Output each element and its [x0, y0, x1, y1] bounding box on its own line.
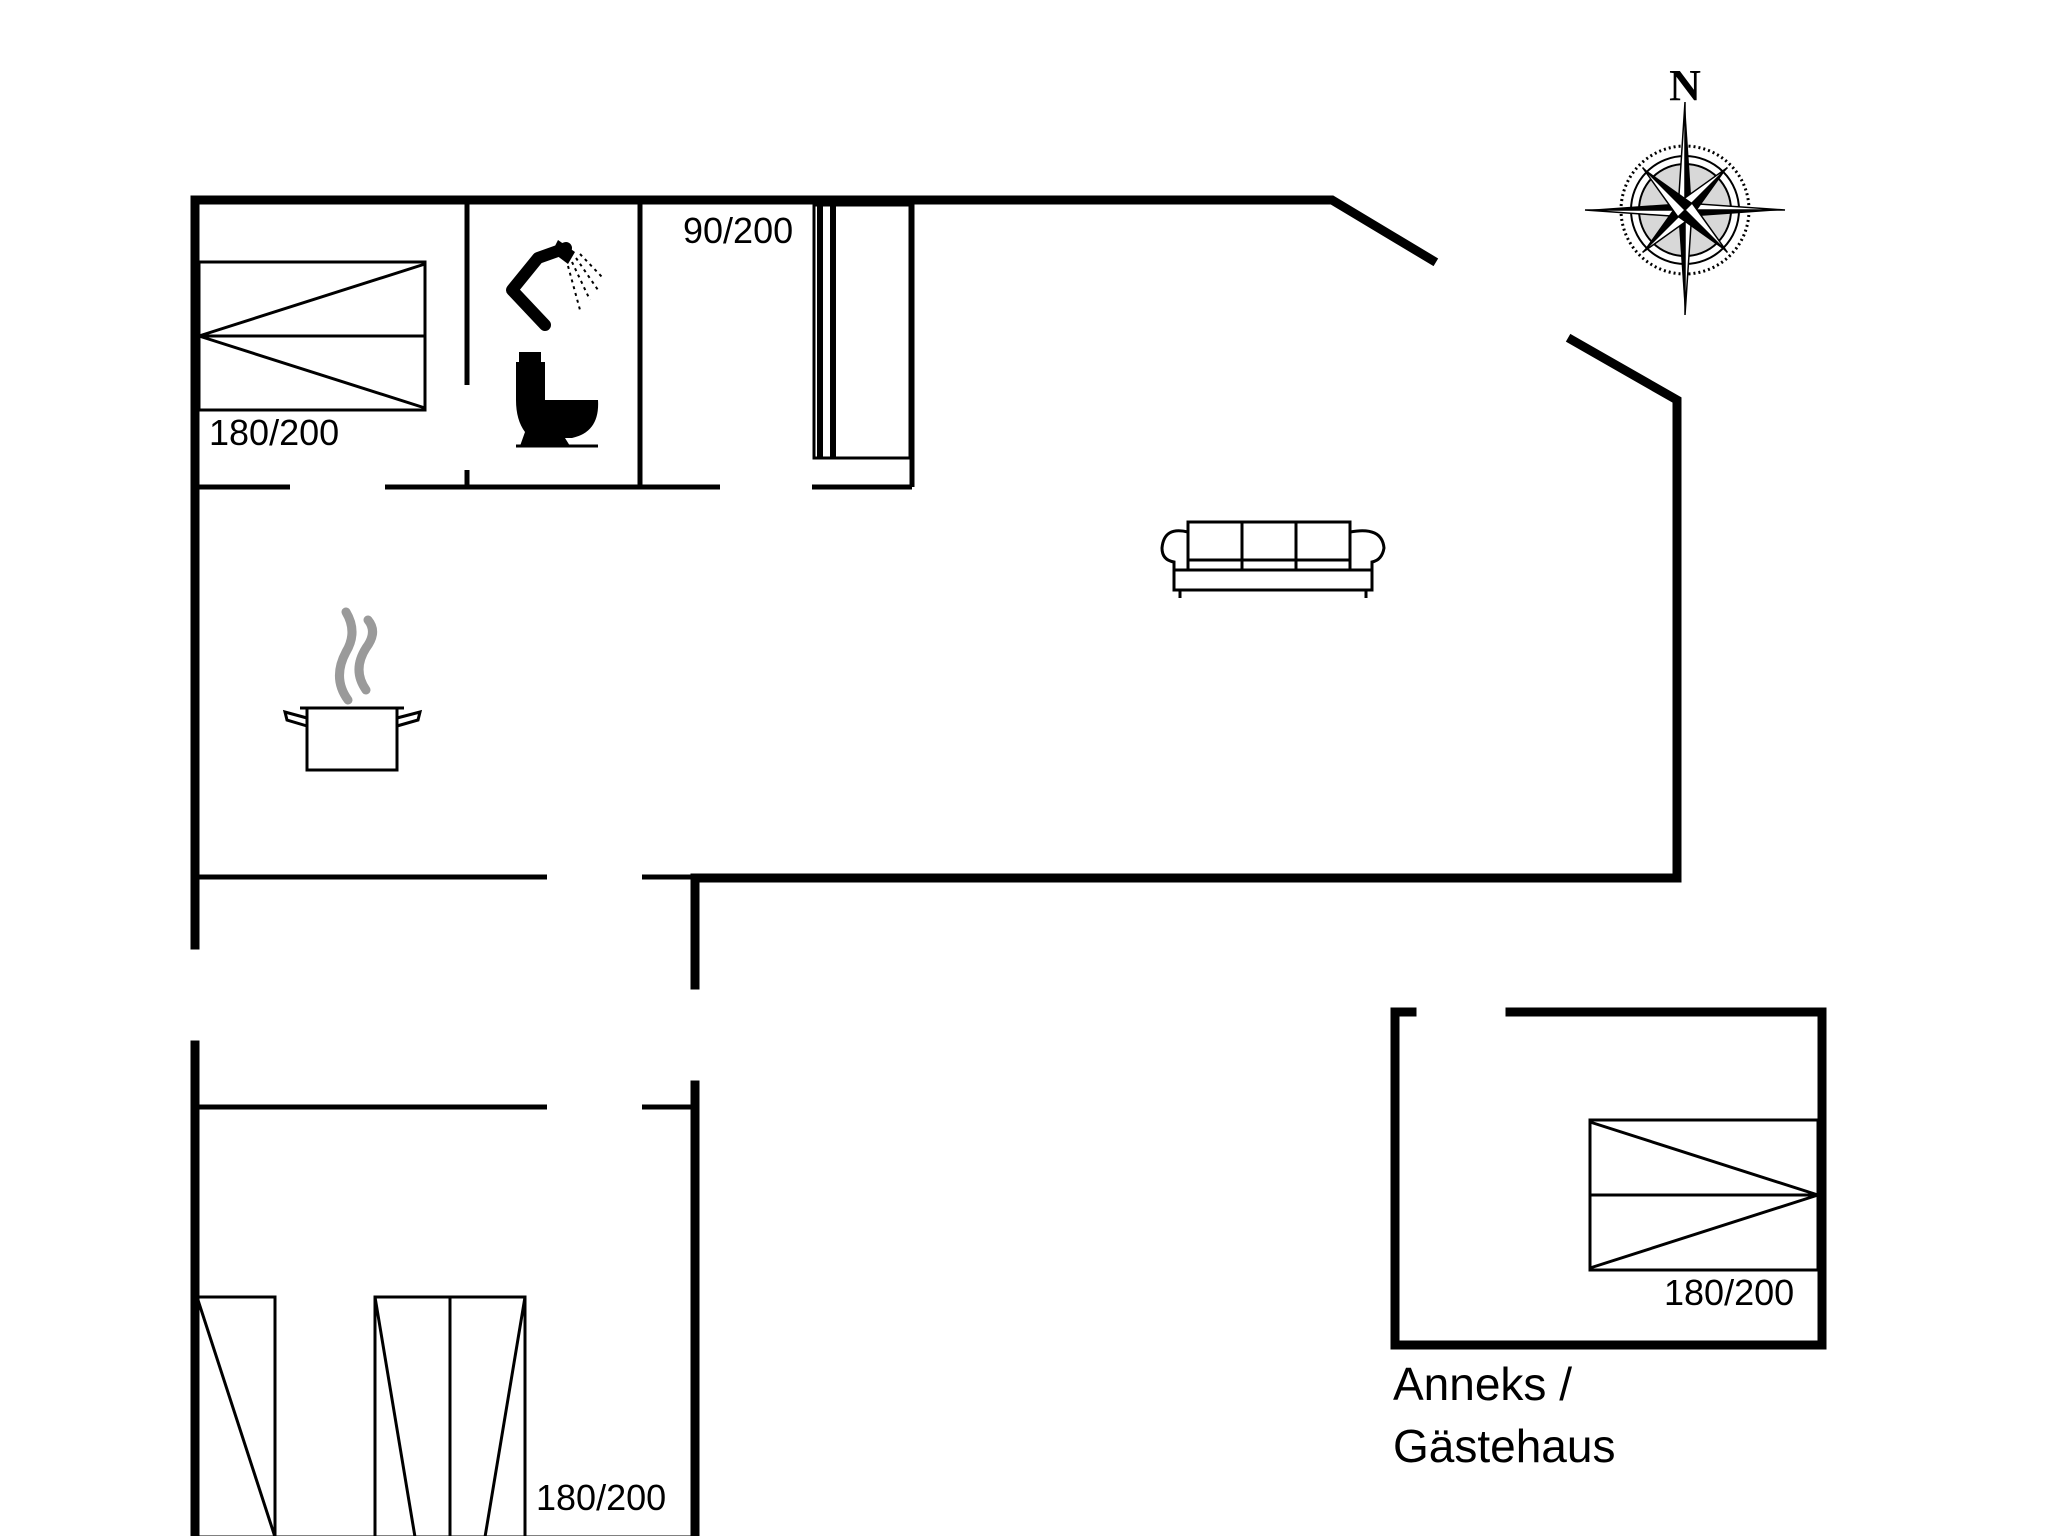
annex-label-line2: Gästehaus	[1393, 1420, 1615, 1472]
sofa-icon	[1160, 520, 1386, 598]
cooking-pot-icon	[282, 607, 423, 772]
bed-size-label-top-left: 180/200	[209, 412, 339, 453]
toilet-icon	[516, 352, 599, 448]
annex-walls	[1390, 1007, 1827, 1350]
compass-rose-icon	[1584, 101, 1786, 316]
shower-icon	[506, 240, 604, 331]
bed-size-label-single: 90/200	[683, 210, 793, 251]
house-walls	[190, 195, 1682, 1536]
annex-label-line1: Anneks /	[1393, 1358, 1572, 1410]
bed-bottom-left	[195, 1295, 277, 1536]
compass-north-label: N	[1669, 61, 1701, 110]
interior-walls	[195, 200, 915, 1110]
bed-size-label-bottom: 180/200	[536, 1477, 666, 1518]
double-bed-top-left	[197, 260, 427, 412]
double-bed-annex	[1588, 1118, 1820, 1272]
single-bed	[812, 203, 912, 460]
bed-bottom-right	[373, 1295, 527, 1536]
bed-size-label-annex: 180/200	[1664, 1272, 1794, 1313]
